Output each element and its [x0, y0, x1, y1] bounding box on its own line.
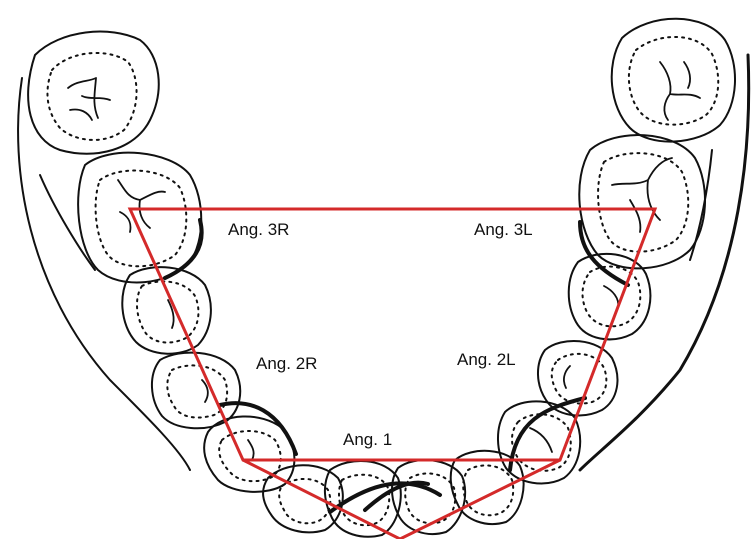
- angle-3l-label: Ang. 3L: [474, 221, 533, 238]
- tooth-molar-l2: [612, 19, 735, 142]
- contact-mark-r2: [220, 403, 296, 454]
- tooth-premolar-r2: [122, 267, 211, 354]
- contact-mark-r1: [165, 220, 202, 278]
- angle-2r-label: Ang. 2R: [256, 355, 317, 372]
- contact-mark-incisor: [330, 483, 440, 512]
- tooth-incisor-r1: [325, 461, 401, 537]
- tooth-molar-r1: [78, 153, 201, 283]
- gum-line-left: [40, 175, 95, 270]
- angle-2l-label: Ang. 2L: [457, 351, 516, 368]
- tooth-premolar-l1: [538, 341, 617, 415]
- tooth-molar-r2: [28, 32, 159, 154]
- angle-3r-label: Ang. 3R: [228, 221, 289, 238]
- gum-line-right: [690, 150, 712, 260]
- tooth-molar-l1: [579, 135, 705, 268]
- angle-1-label: Ang. 1: [343, 431, 392, 448]
- tooth-premolar-r1: [152, 353, 240, 429]
